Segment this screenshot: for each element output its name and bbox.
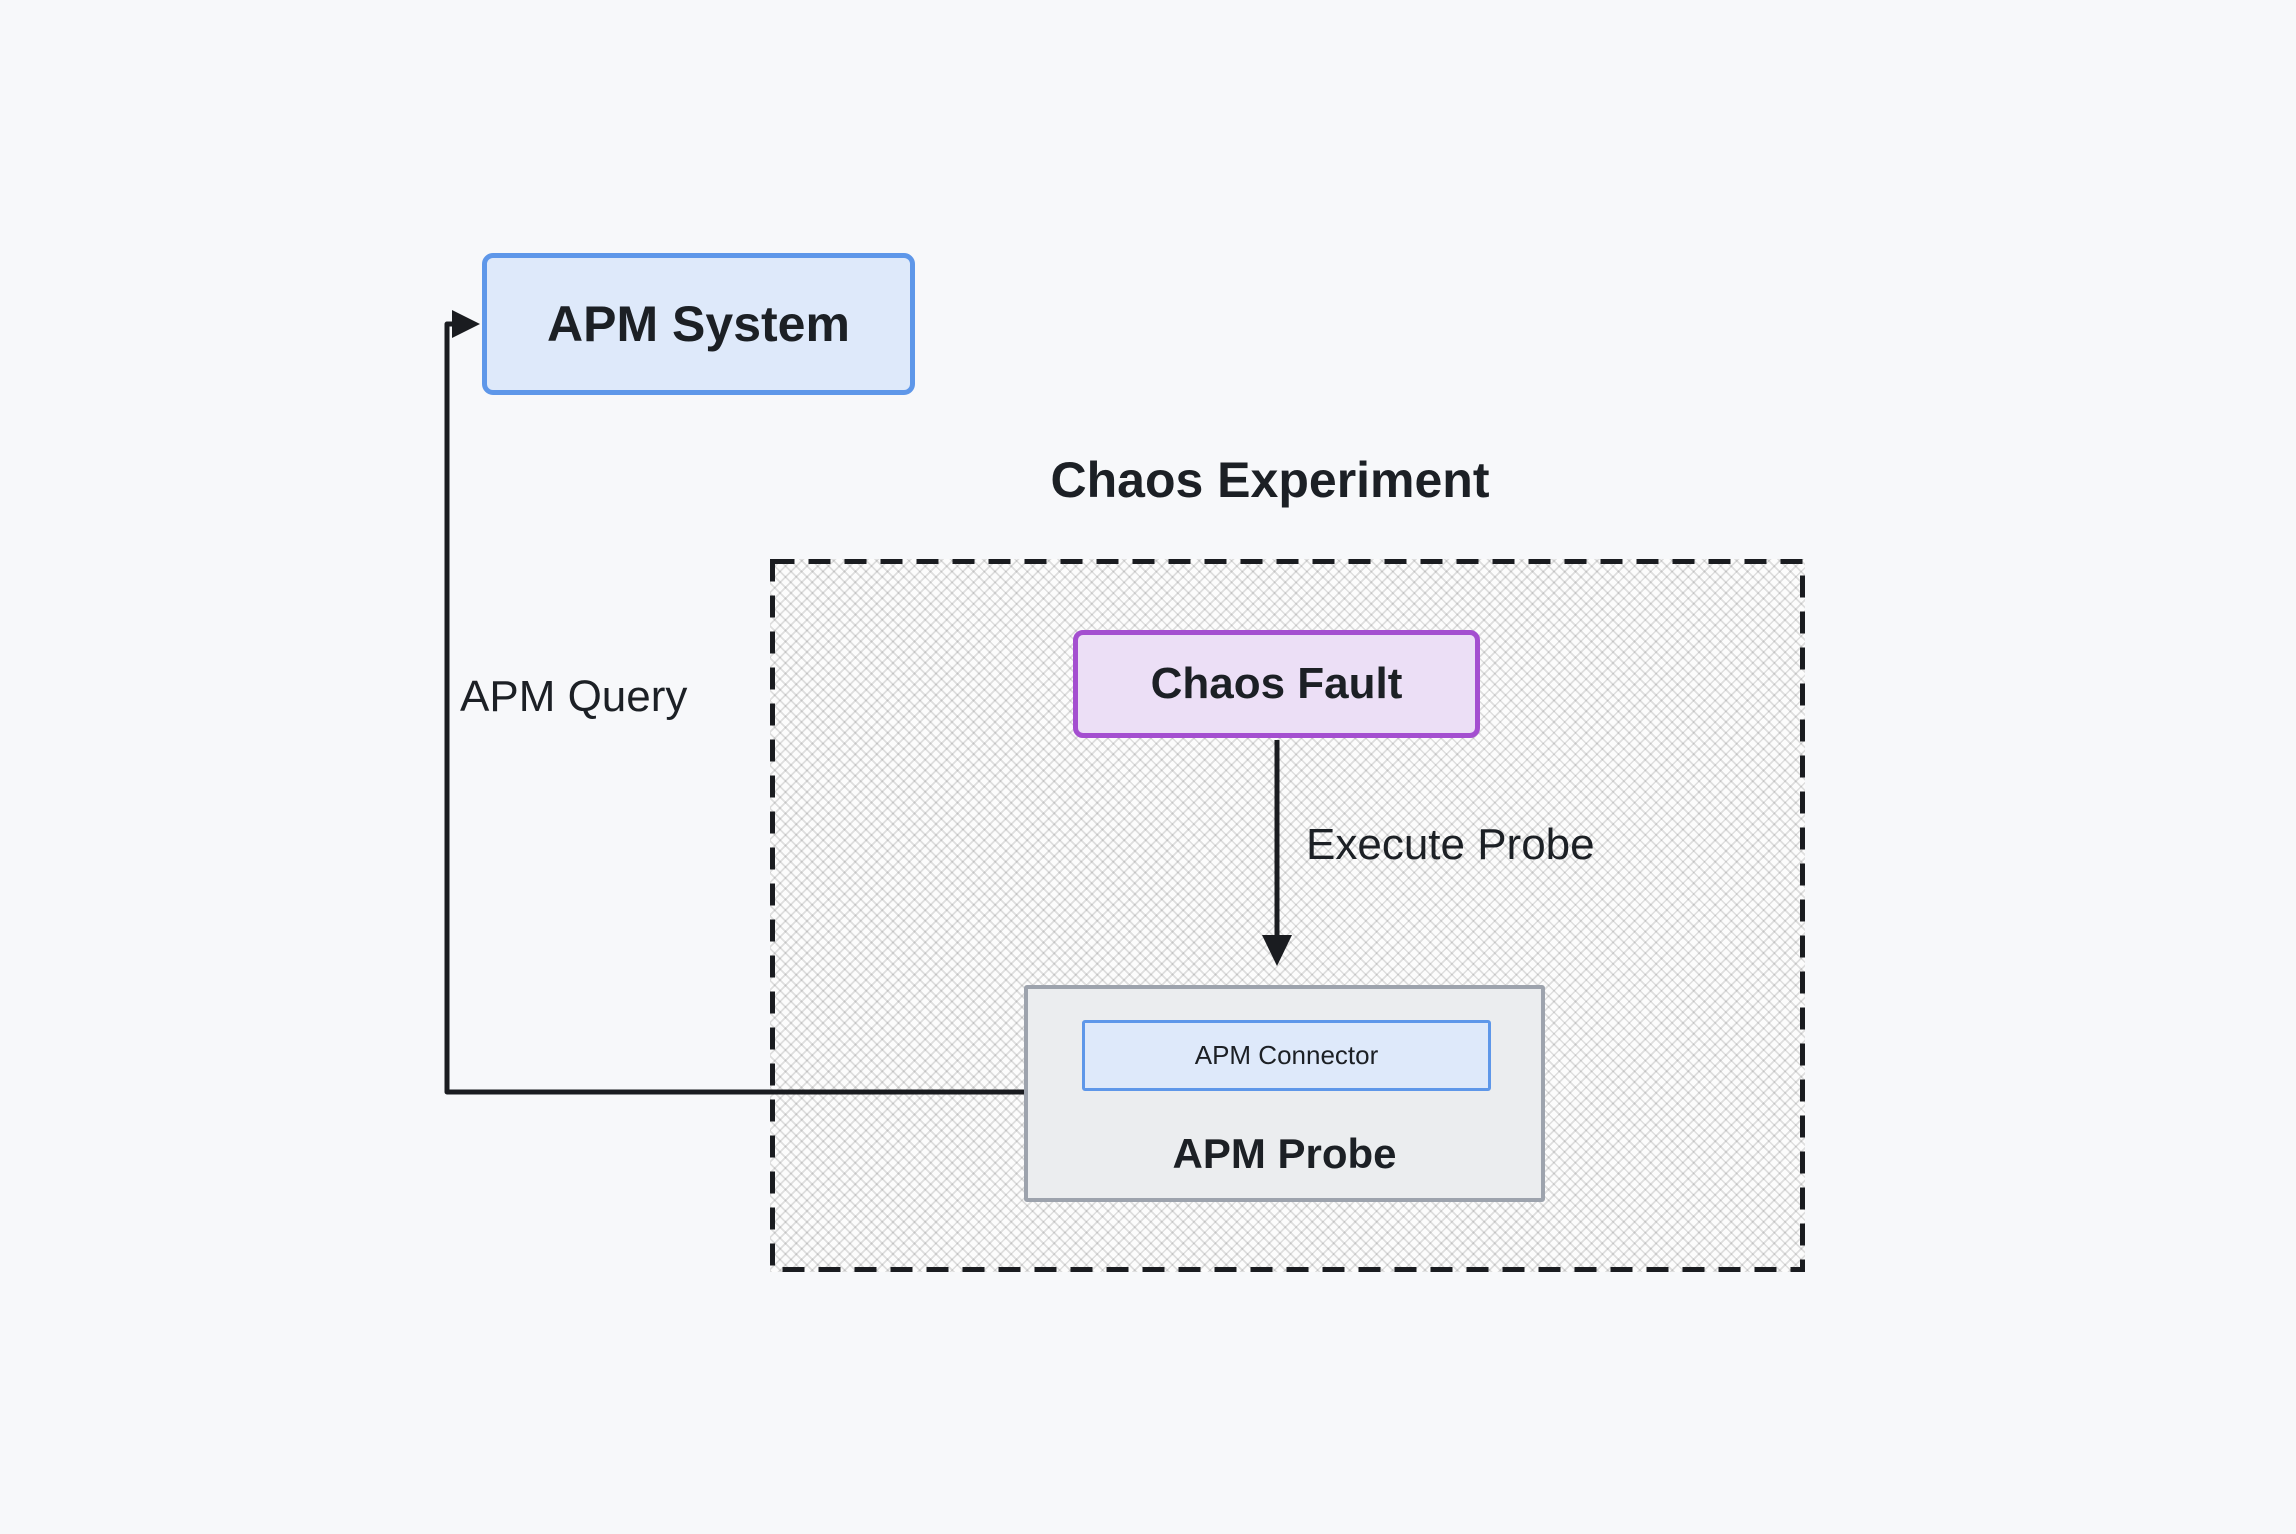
- apm-probe-label: APM Probe: [1172, 1130, 1397, 1177]
- chaos-fault-node: Chaos Fault: [1073, 630, 1480, 738]
- chaos-fault-label: Chaos Fault: [1150, 659, 1403, 708]
- apm-probe-node: APM Connector APM Probe: [1024, 985, 1545, 1202]
- apm-system-node: APM System: [482, 253, 915, 395]
- chaos-experiment-title: Chaos Experiment: [1050, 452, 1490, 508]
- apm-connector-label: APM Connector: [1194, 1040, 1379, 1070]
- apm-query-arrowhead-icon: [452, 310, 480, 338]
- apm-system-label: APM System: [547, 296, 850, 352]
- apm-connector-node: APM Connector: [1082, 1020, 1491, 1091]
- edge-label-execute-probe: Execute Probe: [1306, 820, 1595, 869]
- edge-label-apm-query: APM Query: [460, 672, 688, 721]
